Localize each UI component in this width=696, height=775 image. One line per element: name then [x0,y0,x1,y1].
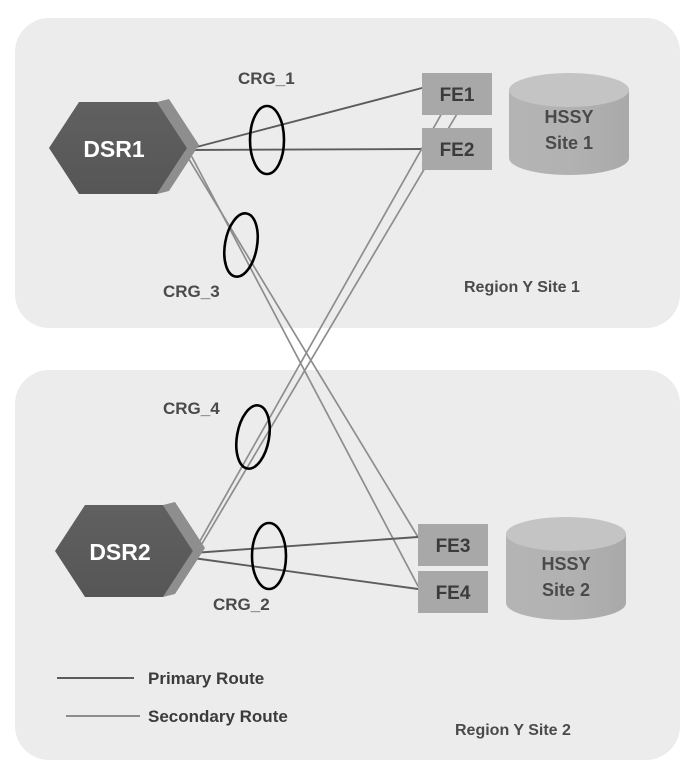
router-hexagon [49,102,187,194]
site-panel-region-y-site-2 [15,370,680,760]
crg-label-crg_4: CRG_4 [163,399,220,418]
route-line-dsr2-fe1-secondary [195,89,456,549]
crg-ellipse-crg_2[interactable] [250,521,288,591]
frontend-box [418,571,488,613]
database-label-line2-hssy-site-1: Site 1 [545,133,593,153]
crg-ellipses [220,104,288,591]
database-body [506,534,626,620]
route-line-dsr2-fe3-primary [192,536,419,554]
crg-label-crg_1: CRG_1 [238,69,295,88]
database-hssy-site-1[interactable] [509,73,629,175]
router-label-dsr2: DSR2 [89,539,150,565]
router-3d-edge [157,99,199,194]
crg-ellipse-crg_1[interactable] [248,104,286,176]
router-dsr2[interactable] [55,502,205,597]
nodes [49,73,629,620]
legend-label-secondary-route: Secondary Route [148,707,288,726]
panel-background [15,370,680,760]
router-label-dsr1: DSR1 [83,136,145,162]
frontend-box [418,524,488,566]
crg-ellipse-crg_4[interactable] [232,403,275,472]
crg-label-crg_3: CRG_3 [163,282,220,301]
database-top-ellipse [506,517,626,551]
database-hssy-site-2[interactable] [506,517,626,620]
frontend-label-fe4: FE4 [436,583,471,604]
database-body [509,90,629,175]
region-label-region-y-site-2: Region Y Site 2 [455,722,571,739]
frontend-box [422,128,492,170]
database-top-ellipse [509,73,629,107]
crg-ellipse-crg_3[interactable] [220,211,263,280]
database-label-line1-hssy-site-1: HSSY [544,107,593,127]
frontend-box [422,73,492,115]
router-dsr1[interactable] [49,99,199,194]
route-line-dsr2-fe4-primary [192,557,419,590]
router-3d-edge [163,502,205,597]
router-hexagon [55,505,193,597]
region-label-region-y-site-1: Region Y Site 1 [464,279,580,296]
database-label-line2-hssy-site-2: Site 2 [542,580,590,600]
frontend-label-fe2: FE2 [440,140,475,161]
frontend-fe3[interactable] [418,524,488,566]
route-line-dsr1-fe2-primary [184,148,423,151]
frontend-fe2[interactable] [422,128,492,170]
frontend-fe1[interactable] [422,73,492,115]
frontend-fe4[interactable] [418,571,488,613]
frontend-label-fe3: FE3 [436,536,471,557]
route-line-dsr1-fe1-primary [184,87,423,151]
legend-label-primary-route: Primary Route [148,669,264,688]
database-label-line1-hssy-site-2: HSSY [541,554,590,574]
frontend-label-fe1: FE1 [440,85,475,106]
crg-label-crg_2: CRG_2 [213,595,270,614]
